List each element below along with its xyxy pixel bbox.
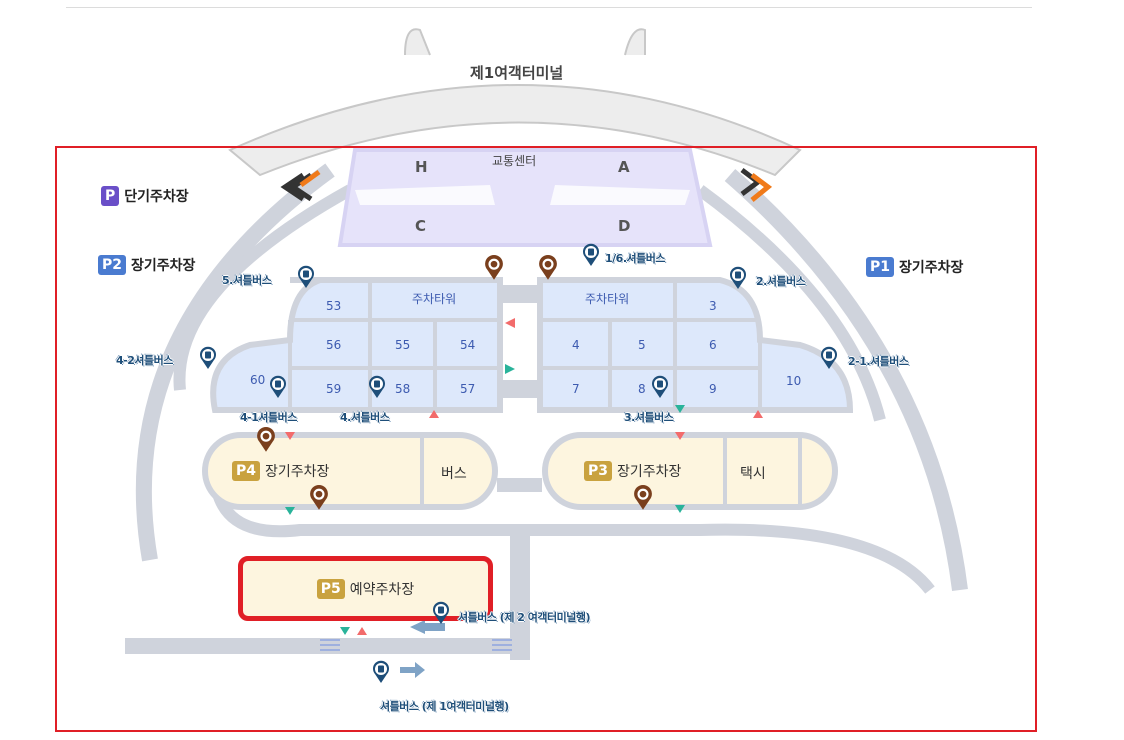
top-divider — [66, 7, 1032, 8]
parking-badge: P1 — [866, 257, 895, 277]
bus-stop-icon[interactable] — [582, 243, 600, 267]
parking-badge: P2 — [98, 255, 127, 275]
parking-badge: P5 — [316, 578, 345, 599]
zone-55[interactable]: 55 — [395, 338, 411, 352]
shuttle-stop-4-2[interactable]: 4-2셔틀버스 — [116, 354, 173, 367]
shuttle-stop-3[interactable]: 3.셔틀버스 — [624, 411, 674, 424]
shuttle-stop-2[interactable]: 2.셔틀버스 — [756, 275, 806, 288]
restaurant-pin-icon[interactable] — [484, 254, 504, 281]
shuttle-stop-to-t2[interactable]: 셔틀버스 (제 2 여객터미널행) — [458, 611, 591, 624]
restaurant-pin-icon[interactable] — [633, 484, 653, 511]
bus-stop-icon[interactable] — [269, 375, 287, 399]
shuttle-stop-5[interactable]: 5.셔틀버스 — [222, 274, 272, 287]
shuttle-stop-1-6[interactable]: 1/6.셔틀버스 — [605, 252, 665, 265]
zone-7[interactable]: 7 — [572, 382, 580, 396]
legend-short-term[interactable]: P 단기주차장 — [101, 186, 189, 206]
lot-p3[interactable]: P3 장기주차장 — [584, 461, 681, 481]
zone-56[interactable]: 56 — [326, 338, 342, 352]
parking-badge: P — [101, 186, 120, 206]
restaurant-pin-icon[interactable] — [538, 254, 558, 281]
zone-5[interactable]: 5 — [638, 338, 646, 352]
bus-stop-icon[interactable] — [651, 375, 669, 399]
gate-d: D — [618, 217, 631, 235]
parking-badge: P3 — [584, 461, 613, 481]
taxi-area-label: 택시 — [740, 466, 766, 482]
left-parking-tower[interactable]: 주차타워 — [412, 292, 457, 306]
zone-10[interactable]: 10 — [786, 374, 802, 388]
shuttle-stop-4-1[interactable]: 4-1셔틀버스 — [240, 411, 297, 424]
zone-9[interactable]: 9 — [709, 382, 717, 396]
bus-stop-icon[interactable] — [372, 660, 390, 684]
shuttle-stop-to-t1[interactable]: 셔틀버스 (제 1여객터미널행) — [380, 700, 509, 713]
zone-6[interactable]: 6 — [709, 338, 717, 352]
zone-4[interactable]: 4 — [572, 338, 580, 352]
zone-58[interactable]: 58 — [395, 382, 411, 396]
zone-3[interactable]: 3 — [709, 299, 717, 313]
gate-c: C — [415, 217, 427, 235]
gate-a: A — [618, 158, 630, 176]
parking-badge: P4 — [232, 461, 261, 481]
legend-p1[interactable]: P1 장기주차장 — [866, 257, 963, 277]
shuttle-stop-4[interactable]: 4.셔틀버스 — [340, 411, 390, 424]
lot-p4[interactable]: P4 장기주차장 — [232, 461, 329, 481]
bus-stop-icon[interactable] — [297, 265, 315, 289]
gate-h: H — [415, 158, 428, 176]
bus-stop-icon[interactable] — [729, 266, 747, 290]
bus-stop-icon[interactable] — [820, 346, 838, 370]
zone-8[interactable]: 8 — [638, 382, 646, 396]
bus-stop-icon[interactable] — [432, 601, 450, 625]
zone-59[interactable]: 59 — [326, 382, 342, 396]
restaurant-pin-icon[interactable] — [256, 426, 276, 453]
transport-center-label: 교통센터 — [492, 154, 537, 168]
zone-53[interactable]: 53 — [326, 299, 342, 313]
terminal-name: 제1여객터미널 — [470, 64, 564, 82]
right-parking-tower[interactable]: 주차타워 — [585, 292, 630, 306]
lot-p5-highlighted[interactable]: P5 예약주차장 — [238, 556, 493, 621]
zone-57[interactable]: 57 — [460, 382, 476, 396]
restaurant-pin-icon[interactable] — [309, 484, 329, 511]
bus-stop-icon[interactable] — [368, 375, 386, 399]
zone-60[interactable]: 60 — [250, 373, 266, 387]
zone-54[interactable]: 54 — [460, 338, 476, 352]
bus-area-label: 버스 — [441, 466, 467, 482]
legend-p2[interactable]: P2 장기주차장 — [98, 255, 195, 275]
bus-stop-icon[interactable] — [199, 346, 217, 370]
shuttle-stop-2-1[interactable]: 2-1.셔틀버스 — [848, 355, 909, 368]
